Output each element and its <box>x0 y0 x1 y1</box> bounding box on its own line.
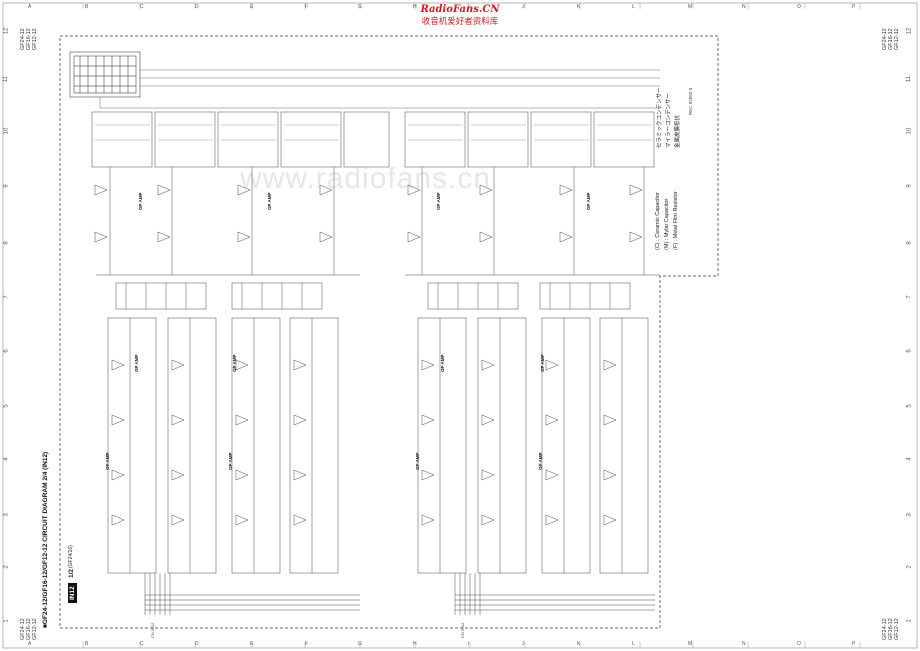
col-label: H <box>413 641 417 647</box>
row-label: 4 <box>906 457 913 461</box>
legend-metal-film: (F) : Metal Film Resistor <box>673 191 679 250</box>
brand-header: RadioFans.CN 收音机爱好者资料库 <box>380 4 540 27</box>
col-label: L <box>632 4 635 10</box>
col-label: G <box>358 641 362 647</box>
col-label: O <box>797 641 801 647</box>
col-label: F <box>305 641 309 647</box>
row-label: 6 <box>906 349 913 353</box>
col-label: J <box>522 641 525 647</box>
header-connector <box>69 51 141 98</box>
row-label: 12 <box>906 27 913 35</box>
col-label: F <box>305 4 309 10</box>
col-label: H <box>413 4 417 10</box>
col-label: O <box>797 4 801 10</box>
row-label: 12 <box>3 27 10 35</box>
col-label: E <box>250 641 254 647</box>
legend-ceramic-jp: セラミックコンデンサー <box>657 87 663 148</box>
row-label: 11 <box>3 75 10 83</box>
op-amp-label: OP AMP <box>440 354 445 372</box>
row-label: 6 <box>3 349 10 353</box>
page-indicator: 1/2 <box>68 568 75 578</box>
row-label: 1 <box>3 619 10 623</box>
op-amp-label: OP AMP <box>415 452 420 470</box>
row-label: 3 <box>3 513 10 517</box>
diagram-title: ■GF24-12/GF16-12/GF12-12 CIRCUIT DIAGRAM… <box>42 451 49 628</box>
col-label: D <box>195 641 199 647</box>
col-label: I <box>468 641 470 647</box>
row-label: 9 <box>906 184 913 188</box>
col-label: D <box>195 4 199 10</box>
connector-label-right: CN IN12 <box>460 622 465 638</box>
legend-metal-film-jp: 金属皮膜抵抗 <box>675 114 681 148</box>
col-label: C <box>140 4 144 10</box>
row-label: 8 <box>3 241 10 245</box>
col-label: K <box>577 4 581 10</box>
col-label: P <box>852 4 856 10</box>
col-label: G <box>358 4 362 10</box>
col-label: N <box>742 641 746 647</box>
row-label: 7 <box>3 295 10 299</box>
col-label: A <box>28 4 32 10</box>
row-label: 8 <box>906 241 913 245</box>
op-amp-label: OP AMP <box>138 192 143 210</box>
col-label: L <box>632 641 635 647</box>
left-channel-group <box>91 111 390 615</box>
model-code-bottom-left: GF24-12 GF16-12 GF12-12 <box>20 618 38 640</box>
op-amp-label: OP AMP <box>540 354 545 372</box>
col-label: C <box>140 641 144 647</box>
model-code-top-left: GF24-12 GF16-12 GF12-12 <box>20 28 38 50</box>
col-label: B <box>85 641 89 647</box>
col-label: B <box>85 4 89 10</box>
op-amp-label: OP AMP <box>267 192 272 210</box>
row-label: 9 <box>3 184 10 188</box>
row-label: 2 <box>906 565 913 569</box>
legend-ceramic: (C) : Ceramic Capacitor <box>655 192 661 250</box>
row-label: 1 <box>906 619 913 623</box>
brand-subtitle: 收音机爱好者资料库 <box>421 17 499 27</box>
col-label: I <box>468 4 470 10</box>
col-label: E <box>250 4 254 10</box>
watermark: www.radiofans.cn <box>240 162 492 195</box>
op-amp-label: OP AMP <box>232 354 237 372</box>
row-label: 11 <box>906 75 913 83</box>
op-amp-label: OP AMP <box>134 354 139 372</box>
col-label: J <box>522 4 525 10</box>
brand-name: RadioFans.CN <box>420 4 500 15</box>
row-label: 2 <box>3 565 10 569</box>
board-label: IN12 <box>68 583 77 603</box>
row-label: 7 <box>906 295 913 299</box>
row-label: 5 <box>906 404 913 408</box>
row-label: 10 <box>906 127 913 135</box>
row-label: 5 <box>3 404 10 408</box>
op-amp-label: OP AMP <box>538 452 543 470</box>
model-code-top-right: GF24-12 GF16-12 GF12-12 <box>882 28 900 50</box>
col-label: A <box>28 641 32 647</box>
model-code-bottom-right: GF24-12 GF16-12 GF12-12 <box>882 618 900 640</box>
connector-label-left: CN IN12 <box>150 622 155 638</box>
row-label: 4 <box>3 457 10 461</box>
col-label: M <box>688 4 693 10</box>
right-channel-group <box>404 111 660 615</box>
op-amp-label: OP AMP <box>586 192 591 210</box>
op-amp-label: OP AMP <box>105 452 110 470</box>
op-amp-label: OP AMP <box>436 192 441 210</box>
legend-mylar-jp: マイラーコンデンサー <box>666 92 672 148</box>
op-amp-label: OP AMP <box>228 452 233 470</box>
col-label: K <box>577 641 581 647</box>
reference-note: REC 92865-3 <box>688 87 693 115</box>
page-subtitle: (GF24/16) <box>68 545 74 568</box>
col-label: M <box>688 641 693 647</box>
row-label: 10 <box>3 127 10 135</box>
col-label: P <box>852 641 856 647</box>
row-label: 3 <box>906 513 913 517</box>
legend-mylar: (M) : Mylar Capacitor <box>664 198 670 250</box>
col-label: N <box>742 4 746 10</box>
